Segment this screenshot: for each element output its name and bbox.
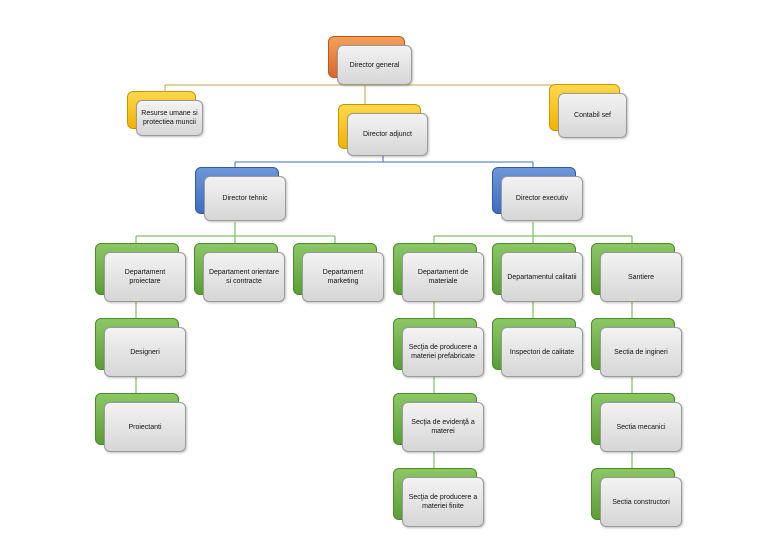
node-label: Departament proiectare [124,269,166,285]
node-box: Departament marketing [302,252,384,302]
node-label: Resurse umane si protectiea muncii [141,110,198,126]
node-label: Sectia constructori [612,498,670,506]
node-box: Departament de materiale [402,252,484,302]
node-label: Sectia de ingineri [614,348,668,356]
node-box: Sectia mecanici [600,402,682,452]
node-label: Santiere [627,273,655,281]
node-box: Secţia de producere a materiei finite [402,477,484,527]
node-box: Sectia constructori [600,477,682,527]
node-label: Secţia de evidenţă a materei [411,419,475,435]
node-box: Santiere [600,252,682,302]
node-box: Departamentul calitatii [501,252,583,302]
node-box: Director adjunct [347,113,428,156]
node-box: Inspectori de calitate [501,327,583,377]
node-label: Director executiv [515,195,569,202]
node-box: Director tehnic [204,176,286,221]
node-box: Secţia de producere a materiei prefabric… [402,327,484,377]
node-box: Contabil sef [558,93,627,138]
node-box: Secţia de evidenţă a materei [402,402,484,452]
node-box: Resurse umane si protectiea muncii [136,100,203,136]
node-label: Departament orientare si contracte [208,269,280,285]
node-label: Secţia de producere a materiei finite [408,494,478,510]
node-label: Secţia de producere a materiei prefabric… [408,344,478,360]
node-label: Departament de materiale [417,269,469,285]
node-box: Sectia de ingineri [600,327,682,377]
node-label: Designeri [130,348,160,356]
node-label: Sectia mecanici [616,423,666,431]
node-label: Director tehnic [222,195,268,202]
node-box: Designeri [104,327,186,377]
node-box: Director executiv [501,176,583,221]
node-label: Director general [349,61,400,69]
node-label: Inspectori de calitate [509,348,575,356]
node-box: Departament orientare si contracte [203,252,285,302]
node-label: Departament marketing [322,269,364,285]
node-box: Proiectanti [104,402,186,452]
node-label: Director adjunct [362,131,413,138]
node-label: Proiectanti [128,423,162,431]
node-label: Contabil sef [574,112,611,119]
node-box: Director general [337,45,412,85]
node-box: Departament proiectare [104,252,186,302]
node-label: Departamentul calitatii [507,273,577,281]
